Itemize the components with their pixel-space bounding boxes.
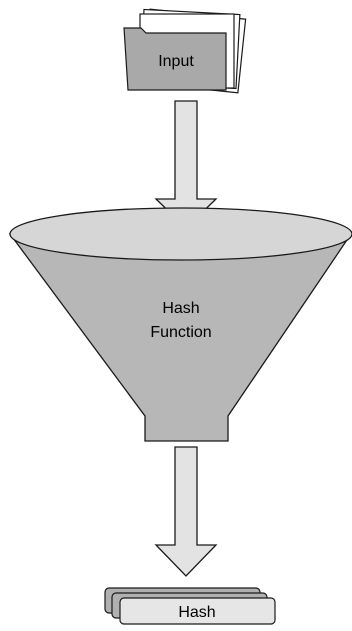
arrow-funnel-to-hash: [154, 446, 218, 577]
hash-label: Hash: [178, 604, 215, 621]
funnel-rim: [9, 207, 352, 261]
hash-card-front: [119, 597, 276, 625]
folder-icon: [123, 27, 227, 91]
hash-output: Hash: [104, 587, 276, 625]
input-label: Input: [158, 53, 194, 70]
funnel-label-line2: Function: [150, 324, 211, 341]
input-folder: Input: [123, 8, 247, 94]
hash-funnel: Hash Function: [8, 207, 352, 442]
funnel-label-line1: Hash: [162, 300, 199, 317]
